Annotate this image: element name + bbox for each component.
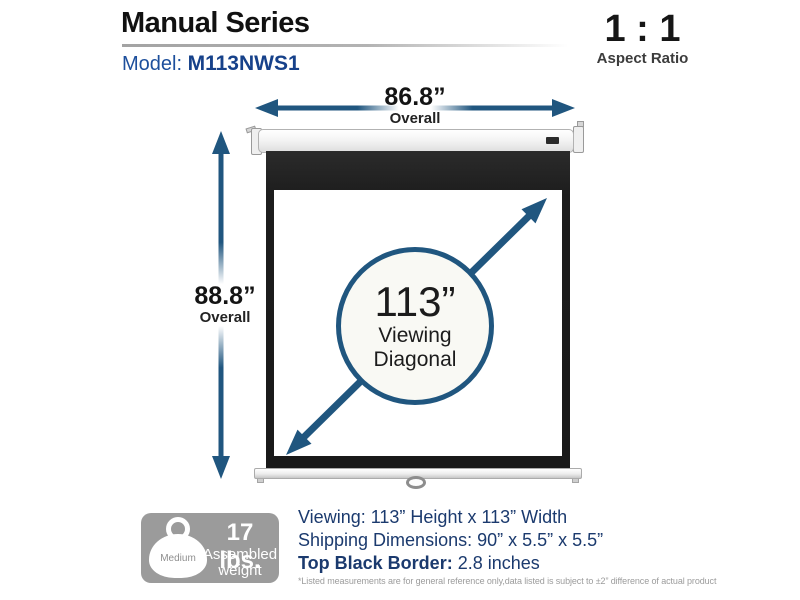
spec-value: 90” x 5.5” x 5.5” (477, 530, 604, 550)
slat-endcap-left (257, 479, 264, 483)
overall-width-dimension: 86.8” Overall (340, 84, 490, 127)
overall-height-arrow (212, 131, 230, 479)
spec-row-border: Top Black Border: 2.8 inches (298, 552, 603, 575)
weight-value: 17 lbs. (219, 519, 261, 574)
diagonal-label-line2: Diagonal (373, 348, 457, 371)
pull-handle (406, 476, 426, 489)
width-arrowhead-right (552, 99, 575, 117)
overall-width-arrow (255, 99, 575, 117)
spec-row-shipping: Shipping Dimensions: 90” x 5.5” x 5.5” (298, 529, 603, 552)
diagonal-arrowhead-top (521, 198, 547, 224)
weight-label-line2: weight (218, 562, 262, 579)
diagonal-value: 113” (374, 278, 456, 325)
aspect-ratio-label: Aspect Ratio (596, 50, 689, 67)
weight-icon: Medium (149, 534, 207, 578)
spec-label: Shipping Dimensions: (298, 530, 473, 550)
spec-row-viewing: Viewing: 113” Height x 113” Width (298, 506, 603, 529)
overall-width-label: Overall (389, 110, 441, 127)
weight-label: Assembled weight (201, 547, 279, 579)
height-arrowhead-bottom (212, 456, 230, 479)
overall-width-value: 86.8” (384, 83, 446, 111)
model-label: Model: (122, 53, 183, 75)
model-value: M113NWS1 (187, 52, 300, 75)
specs-list: Viewing: 113” Height x 113” Width Shippi… (298, 506, 603, 575)
brand-logo (546, 137, 559, 144)
spec-label: Viewing: (298, 507, 366, 527)
width-arrowhead-left (255, 99, 278, 117)
weight-badge: Medium 17 lbs. Assembled weight (141, 513, 279, 583)
diagonal-label-line1: Viewing (378, 324, 452, 347)
aspect-ratio-block: 1 : 1 Aspect Ratio (580, 8, 705, 67)
series-title: Manual Series (121, 7, 310, 39)
disclaimer-text: *Listed measurements are for general ref… (298, 576, 717, 586)
weight-size-label: Medium (160, 552, 196, 564)
title-divider (122, 44, 568, 47)
spec-label: Top Black Border: (298, 553, 453, 573)
viewing-diagonal-circle: 113” Viewing Diagonal (336, 247, 494, 405)
slat-endcap-right (572, 479, 579, 483)
height-arrowhead-top (212, 131, 230, 154)
overall-height-value: 88.8” (194, 282, 256, 310)
model-line: Model: M113NWS1 (122, 52, 300, 76)
overall-height-dimension: 88.8” Overall (170, 283, 280, 326)
aspect-ratio-value: 1 : 1 (604, 8, 681, 50)
overall-height-label: Overall (199, 309, 251, 326)
spec-value: 113” Height x 113” Width (370, 507, 568, 527)
diagonal-arrowhead-bottom (286, 429, 312, 455)
weight-label-line1: Assembled (202, 546, 278, 563)
spec-value: 2.8 inches (457, 553, 540, 573)
